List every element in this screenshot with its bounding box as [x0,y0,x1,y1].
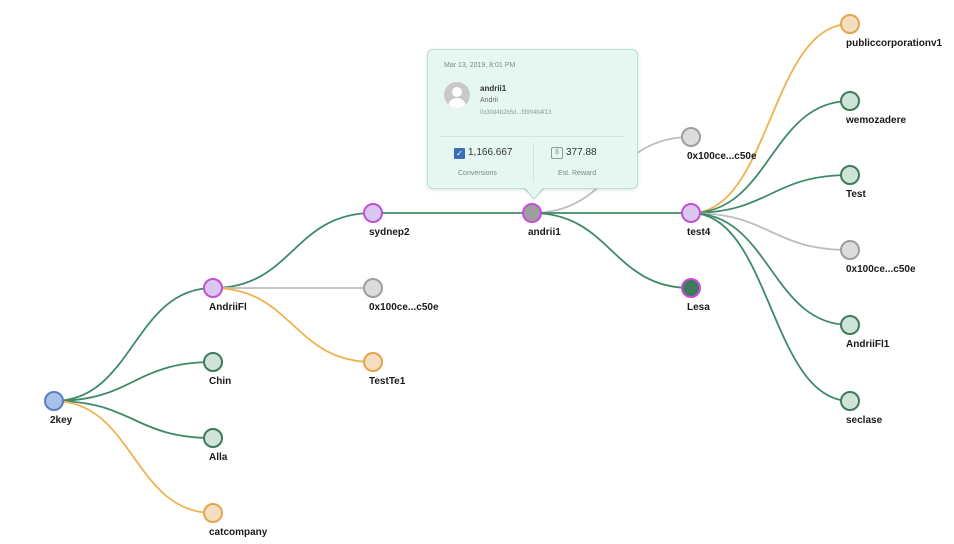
node-label: catcompany [209,527,268,538]
node-label: 0x100ce...c50e [846,264,916,275]
tree-node[interactable]: Alla [203,428,228,463]
tooltip-name: andrii1 [480,84,507,93]
node-circle[interactable] [203,278,223,298]
node-circle[interactable] [203,503,223,523]
tree-node[interactable]: seclase [840,391,883,426]
tree-edge [53,400,214,514]
reward-value: 377.88 [566,147,597,158]
node-circle[interactable] [44,391,64,411]
tree-node[interactable]: sydnep2 [363,203,410,238]
avatar-icon [444,82,470,108]
node-circle[interactable] [522,203,542,223]
tree-node[interactable]: Chin [203,352,231,387]
tooltip-subtitle: Andrii [480,97,498,104]
tree-node[interactable]: catcompany [203,503,268,538]
node-tooltip: Mar 13, 2019, 8:01 PM andrii1 Andrii 0x3… [427,49,638,189]
tree-node[interactable]: 0x100ce...c50e [681,127,757,162]
node-label: 0x100ce...c50e [369,302,439,313]
tree-edge [53,361,214,402]
node-label: TestTe1 [369,376,406,387]
node-circle[interactable] [681,203,701,223]
reward-icon: $ [551,147,563,159]
node-label: Alla [209,452,228,463]
node-label: Lesa [687,302,710,313]
node-label: 2key [50,415,73,426]
tree-edge [690,100,851,214]
tree-edge [690,23,851,214]
node-circle[interactable] [840,315,860,335]
tree-edge [690,212,851,251]
node-circle[interactable] [840,14,860,34]
node-label: publiccorporationv1 [846,38,943,49]
tooltip-address: 0x30d4b2b5d...f3904b4f13 [480,110,552,116]
node-label: AndriiFl1 [846,339,890,350]
conversions-icon: ✓ [454,148,465,159]
tree-edge [212,287,374,363]
tree-node[interactable]: AndriiFl [203,278,247,313]
tree-edge [690,212,851,402]
tree-node[interactable]: test4 [681,203,711,238]
node-circle[interactable] [840,165,860,185]
node-label: Chin [209,376,231,387]
tooltip-arrow [525,188,543,198]
conversions-value: 1,166.667 [468,147,513,158]
tree-node[interactable]: Lesa [681,278,710,313]
tree-edge [531,212,692,289]
tree-node[interactable]: 2key [44,391,73,426]
node-label: Test [846,189,866,200]
tree-node[interactable]: publiccorporationv1 [840,14,943,49]
node-circle[interactable] [681,278,701,298]
node-circle[interactable] [203,352,223,372]
tooltip-date: Mar 13, 2019, 8:01 PM [444,62,516,69]
node-circle[interactable] [203,428,223,448]
tree-node[interactable]: TestTe1 [363,352,406,387]
tree-node[interactable]: wemozadere [840,91,906,126]
node-circle[interactable] [363,278,383,298]
node-label: AndriiFl [209,302,247,313]
conversions-label: Conversions [458,170,497,177]
tree-node[interactable]: 0x100ce...c50e [840,240,916,275]
node-label: 0x100ce...c50e [687,151,757,162]
tooltip-divider [440,136,625,137]
tree-edge [212,212,374,289]
node-circle[interactable] [840,391,860,411]
tree-edge [690,212,851,326]
node-label: seclase [846,415,883,426]
node-circle[interactable] [840,240,860,260]
node-label: andrii1 [528,227,561,238]
node-label: wemozadere [845,115,906,126]
node-label: test4 [687,227,711,238]
tree-node[interactable]: AndriiFl1 [840,315,890,350]
tree-node[interactable]: 0x100ce...c50e [363,278,439,313]
tree-node[interactable]: Test [840,165,866,200]
node-circle[interactable] [681,127,701,147]
tree-edge [690,174,851,214]
tree-node[interactable]: andrii1 [522,203,561,238]
tree-edges [53,23,851,514]
tree-edge [53,400,214,439]
reward-label: Est. Reward [558,170,597,177]
node-label: sydnep2 [369,227,410,238]
node-circle[interactable] [840,91,860,111]
tree-edge [53,287,214,402]
node-circle[interactable] [363,203,383,223]
node-circle[interactable] [363,352,383,372]
tooltip-column-divider [533,142,534,182]
